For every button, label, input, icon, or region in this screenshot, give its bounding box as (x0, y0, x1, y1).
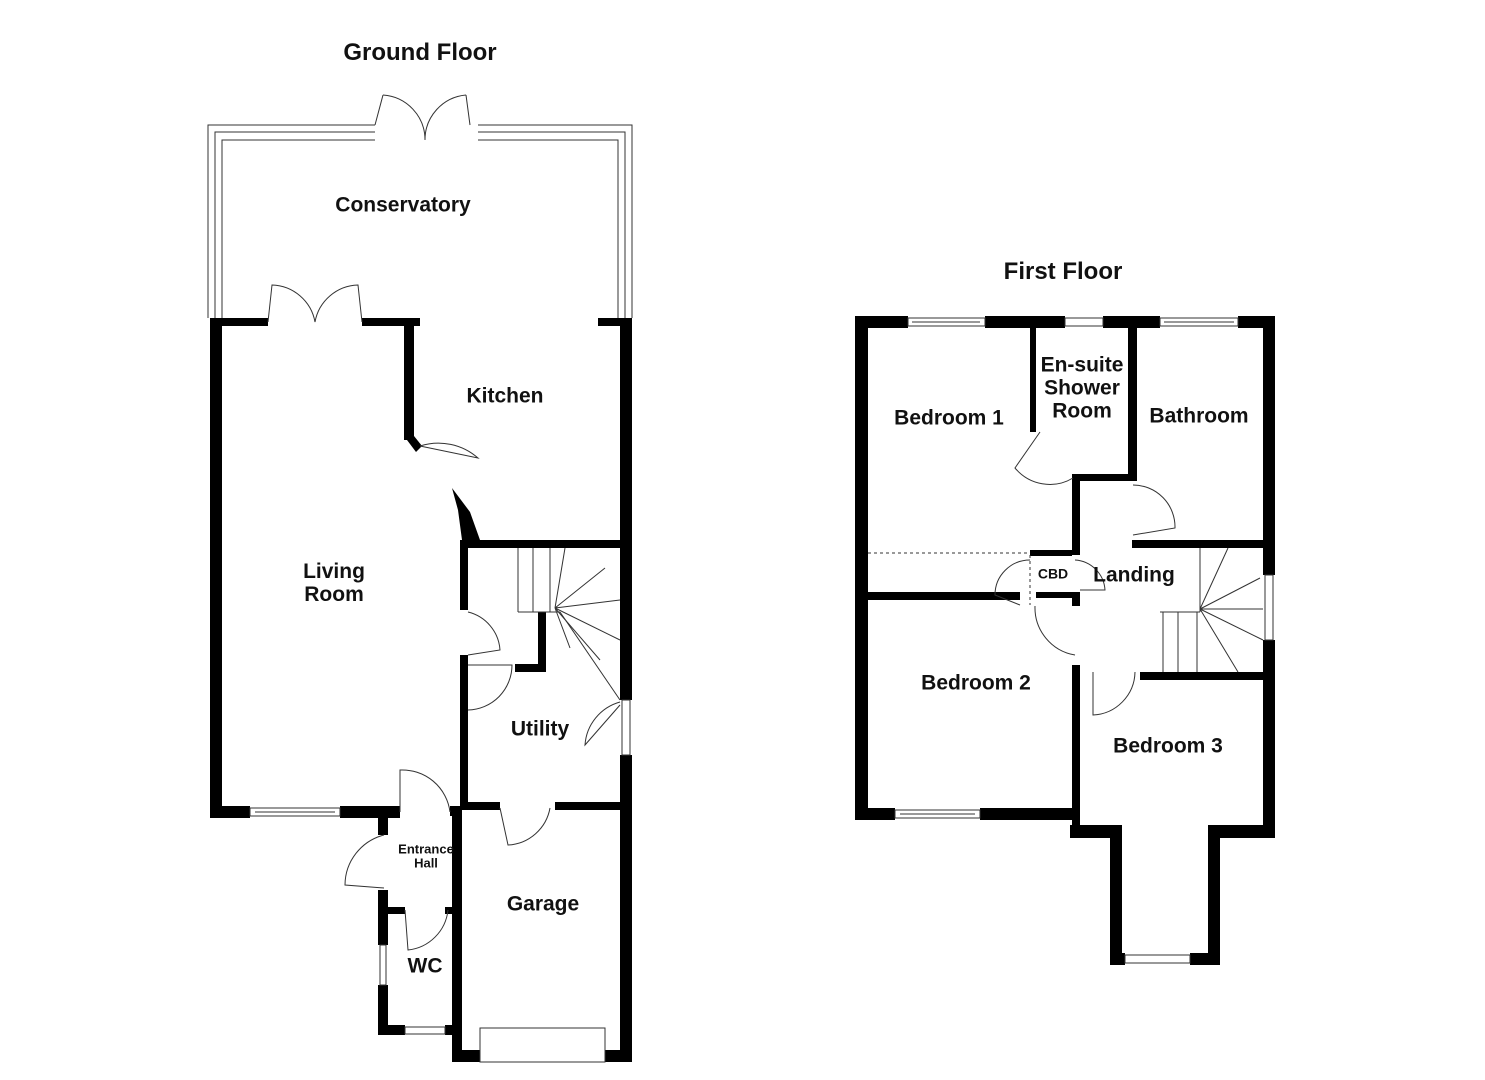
room-label-garage: Garage (506, 892, 580, 916)
ground-floor-title: Ground Floor (343, 38, 497, 66)
first-floor-staircase (1160, 547, 1264, 673)
room-label-wc: WC (407, 954, 443, 978)
room-label-living-room: Living Room (303, 559, 365, 606)
room-label-bedroom-3: Bedroom 3 (1113, 734, 1223, 758)
ground-floor-doors (267, 284, 621, 951)
ground-floor-walls (210, 318, 632, 1062)
room-label-bedroom-2: Bedroom 2 (921, 671, 1031, 695)
ground-floor-plan (207, 94, 633, 1063)
conservatory-glazing (207, 124, 633, 318)
first-floor-plan (855, 316, 1275, 965)
first-floor-walls (855, 316, 1275, 965)
room-label-landing: Landing (1093, 563, 1175, 587)
first-floor-title: First Floor (1003, 257, 1123, 285)
conservatory-french-doors (374, 94, 471, 141)
room-label-entrance-hall: Entrance Hall (398, 841, 454, 871)
room-label-conservatory: Conservatory (335, 193, 471, 217)
room-label-utility: Utility (510, 717, 570, 741)
room-label-bedroom-1: Bedroom 1 (894, 406, 1004, 430)
room-label-ensuite: En-suite Shower Room (1040, 353, 1124, 423)
ground-floor-windows (249, 699, 631, 1063)
room-label-kitchen: Kitchen (466, 384, 544, 408)
ground-floor-staircase (517, 547, 621, 701)
room-label-cbd: CBD (1037, 565, 1069, 582)
first-floor-windows (894, 317, 1274, 964)
room-label-bathroom: Bathroom (1149, 404, 1249, 428)
first-floor-doors (868, 431, 1176, 716)
